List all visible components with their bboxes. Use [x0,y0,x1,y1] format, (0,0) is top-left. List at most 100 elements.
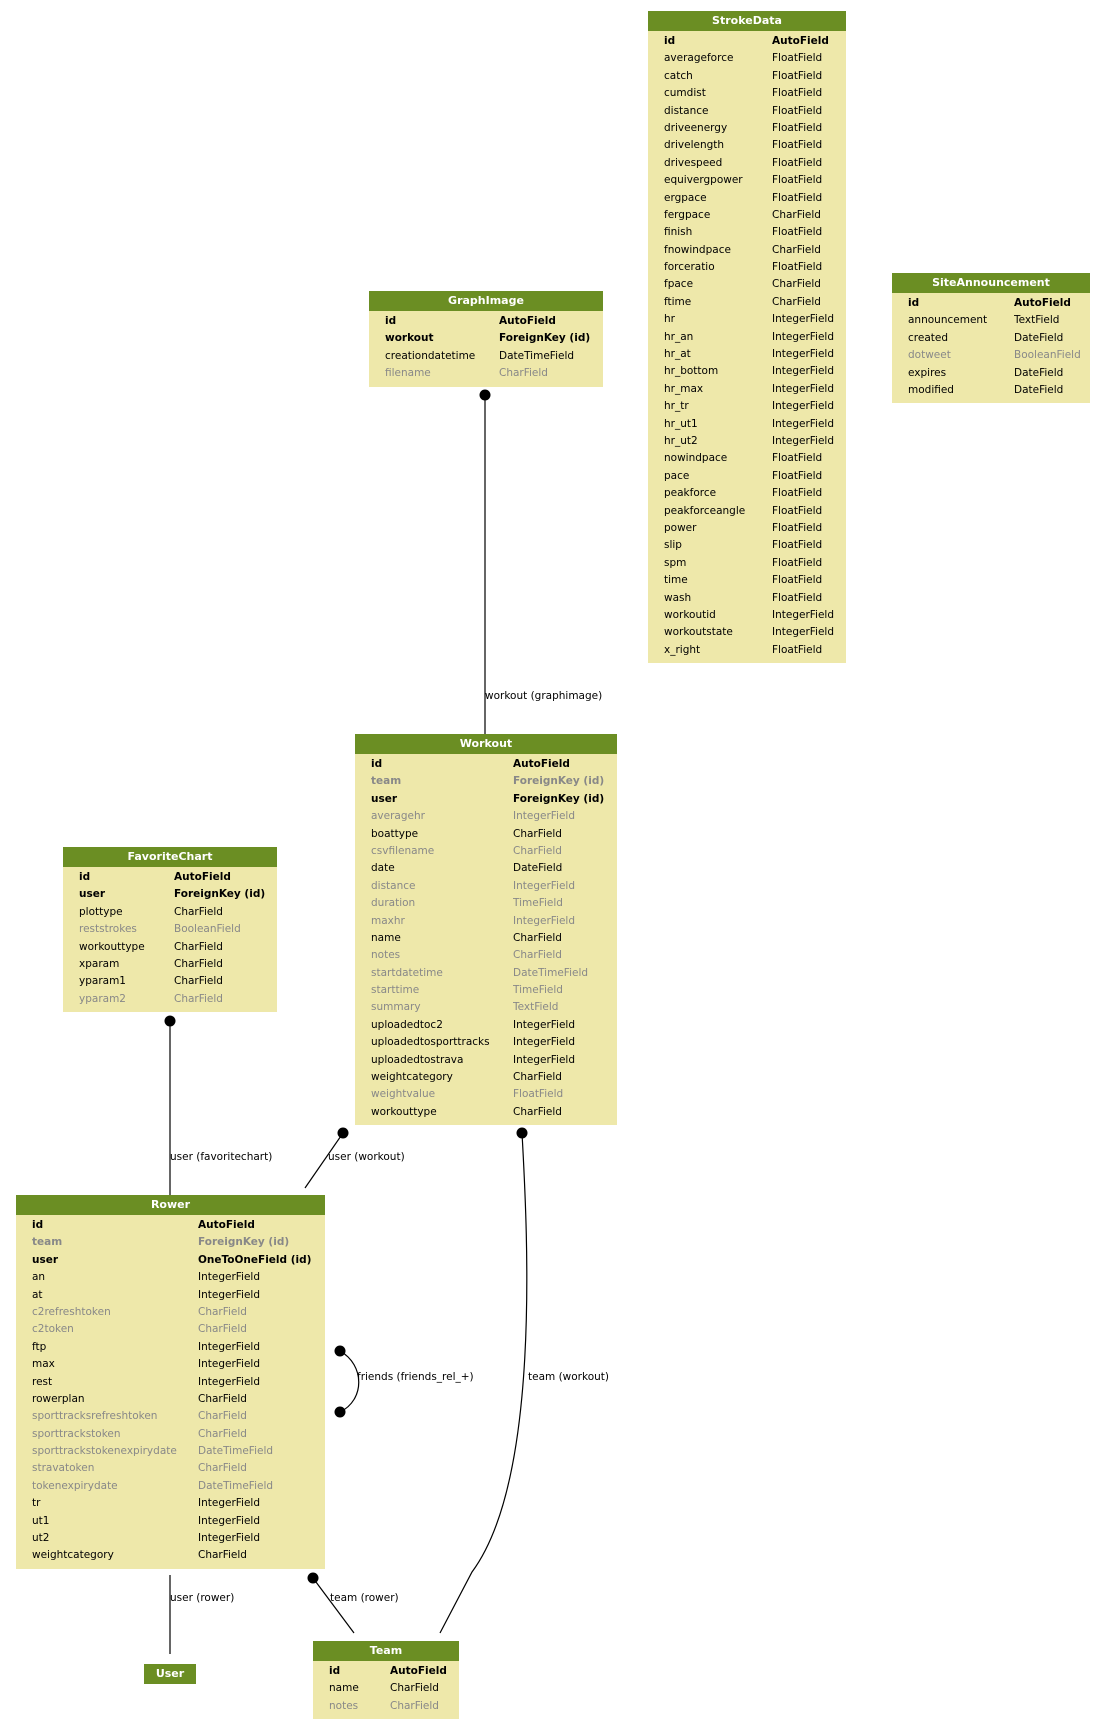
field-type: IntegerField [513,1053,576,1066]
field-name: hr [664,313,675,326]
relation-endpoint-dot [516,1127,528,1139]
field-type: TimeField [513,897,563,910]
field-name: date [371,862,395,875]
field-type: IntegerField [198,1375,261,1388]
field-type: CharField [198,1410,247,1423]
model-title: FavoriteChart [63,847,277,867]
relation-label-favoritechart-rower: user (favoritechart) [170,1151,273,1163]
field-type: IntegerField [513,914,576,927]
field-type: BooleanField [1014,349,1081,362]
field-type: ForeignKey (id) [513,775,605,788]
field-name: workouttype [79,940,145,953]
field-name: hr_at [664,348,691,361]
field-type: FloatField [772,87,823,100]
field-type: FloatField [772,226,823,239]
field-name: id [664,35,676,47]
field-type: DateField [1014,331,1064,344]
field-name: user [371,792,398,805]
field-name: workoutid [664,608,716,621]
field-type: IntegerField [198,1358,261,1371]
field-type: TextField [513,1001,559,1014]
field-type: IntegerField [513,1036,576,1049]
field-name: distance [664,104,709,117]
field-type: CharField [174,905,223,918]
field-name: at [32,1288,43,1301]
field-name: forceratio [664,261,715,274]
field-type: CharField [174,957,223,970]
field-row: filename CharField [369,365,603,382]
field-type: FloatField [772,191,823,204]
field-name: fpace [664,278,694,291]
field-name: xparam [79,957,120,970]
field-type: CharField [772,243,821,256]
field-type: CharField [499,367,548,380]
relation-edge-workout-rower [304,1132,344,1189]
field-row: xparam CharField [63,956,277,973]
field-type: TextField [1014,314,1060,327]
field-name: spm [664,556,687,569]
field-name: time [664,574,688,587]
field-name: filename [385,367,431,380]
field-row: cumdist FloatField [648,85,846,102]
field-name: ftime [664,295,692,308]
field-name: workoutstate [664,626,733,639]
field-type: FloatField [772,469,823,482]
field-name: pace [664,469,690,482]
field-name: equivergpower [664,174,743,187]
field-name: cumdist [664,87,706,100]
field-type: DateTimeField [198,1445,274,1458]
relation-endpoint-dot [334,1406,346,1418]
field-type: CharField [390,1682,439,1695]
field-type: CharField [390,1699,439,1712]
model-user: User [144,1664,196,1684]
field-name: id [371,758,383,770]
relation-label-graphimage-workout: workout (graphimage) [485,690,603,702]
field-type: IntegerField [513,1018,576,1031]
field-name: hr_ut2 [664,434,698,447]
field-type: FloatField [772,52,823,65]
field-name: sporttracksrefreshtoken [32,1410,158,1423]
field-type: DateTimeField [513,966,589,979]
field-type: FloatField [772,487,823,500]
field-type: FloatField [772,452,823,465]
field-name: peakforceangle [664,504,746,517]
field-type: IntegerField [198,1271,261,1284]
field-type: OneToOneField (id) [198,1253,312,1266]
field-name: summary [371,1001,421,1014]
field-type: AutoField [1014,297,1071,309]
